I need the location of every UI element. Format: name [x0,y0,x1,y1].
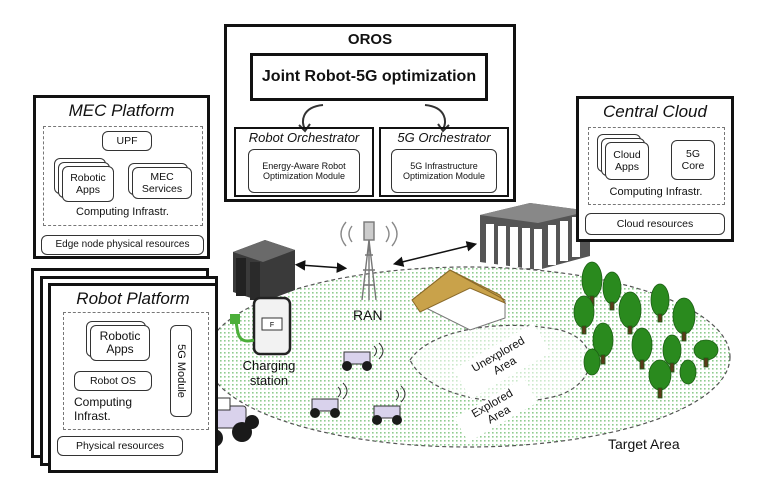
mec-platform-box: MEC Platform UPF Robotic Apps MEC Servic… [33,95,210,259]
arrow-ran-cloud [392,241,478,267]
5g-core: 5G Core [671,140,715,180]
central-cloud-box: Central Cloud Cloud Apps 5G Core Computi… [576,96,734,242]
robot-orchestrator-box: Robot Orchestrator Energy-Aware Robot Op… [234,127,374,197]
mec-computing-area: UPF Robotic Apps MEC Services Computing … [43,126,203,226]
svg-text:F: F [270,322,274,329]
edge-physical-resources: Edge node physical resources [41,235,204,255]
arrow-edge-ran [294,260,348,273]
energy-aware-module: Energy-Aware Robot Optimization Module [248,149,360,193]
forest-icon [573,261,719,399]
upf-box: UPF [102,131,152,151]
mec-computing-infra: Computing Infrastr. [76,206,169,218]
robot-physical-resources: Physical resources [57,436,183,456]
robot-robotic-apps: Robotic Apps [90,325,150,361]
5g-infra-module: 5G Infrastructure Optimization Module [391,149,497,193]
ran-label: RAN [353,307,383,323]
robot-computing-area: Robotic Apps Robot OS Computing Infrast.… [63,312,209,430]
mec-robotic-apps: Robotic Apps [62,166,114,202]
cloud-computing-infra: Computing Infrastr. [609,186,703,198]
cloud-resources: Cloud resources [585,213,725,235]
ran-tower-icon [340,221,398,301]
robot-computing-infra: Computing Infrast. [74,395,133,423]
mec-services: MEC Services [132,167,192,199]
house-icon [411,269,507,331]
charging-station-icon: F [230,296,292,356]
robot-platform-box: Robot Platform Robotic Apps Robot OS Com… [48,283,218,473]
edge-server-icon [233,240,295,302]
cloud-title: Central Cloud [603,102,707,121]
cloud-computing-area: Cloud Apps 5G Core Computing Infrastr. [588,127,725,205]
robot-platform-title: Robot Platform [76,289,190,308]
5g-module: 5G Module [170,325,192,417]
cloud-apps: Cloud Apps [605,142,649,180]
mec-title: MEC Platform [68,101,175,120]
charging-station-label: Charging station [242,358,296,388]
oros-box: OROS Joint Robot-5G optimization Robot O… [224,24,516,202]
target-area-label: Target Area [608,436,680,452]
5g-orchestrator-box: 5G Orchestrator 5G Infrastructure Optimi… [379,127,509,197]
5g-orchestrator-title: 5G Orchestrator [397,130,491,145]
5g-module-label: 5G Module [175,344,187,398]
robot-orchestrator-title: Robot Orchestrator [248,130,360,145]
oros-title: OROS [347,31,393,48]
joint-optimization-box: Joint Robot-5G optimization [250,53,488,101]
cloud-server-icon [480,203,590,270]
robot-os: Robot OS [74,371,152,391]
